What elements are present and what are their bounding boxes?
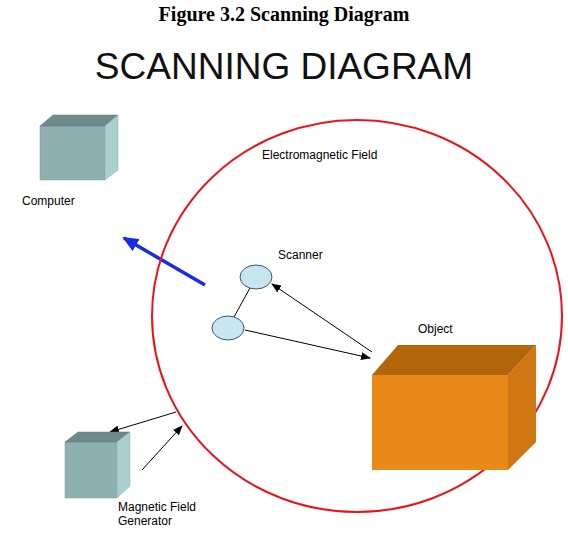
signal-arrow bbox=[142, 426, 182, 470]
computer-box: Computer bbox=[18, 112, 124, 242]
node-label: Object bbox=[418, 322, 453, 336]
node-label: Scanner bbox=[278, 248, 323, 262]
generator-box: Magnetic Field Generator bbox=[60, 428, 220, 533]
scanner-device: Scanner bbox=[205, 244, 335, 344]
object-box: Object bbox=[368, 322, 540, 474]
computer-box-outline bbox=[18, 112, 124, 242]
diagram-title: SCANNING DIAGRAM bbox=[0, 46, 568, 88]
data-arrow bbox=[124, 238, 205, 285]
signal-arrow bbox=[272, 284, 372, 352]
node-label: Electromagnetic Field bbox=[262, 148, 377, 162]
signal-arrow bbox=[110, 412, 176, 432]
figure-caption: Figure 3.2 Scanning Diagram bbox=[0, 2, 568, 26]
signal-arrow bbox=[245, 330, 370, 358]
field-ellipse: ScannerObject Electromagnetic Field bbox=[150, 118, 564, 514]
object-box-outline bbox=[368, 322, 540, 474]
node-label: Computer bbox=[22, 194, 75, 208]
node-label: Magnetic Field Generator bbox=[118, 500, 213, 528]
